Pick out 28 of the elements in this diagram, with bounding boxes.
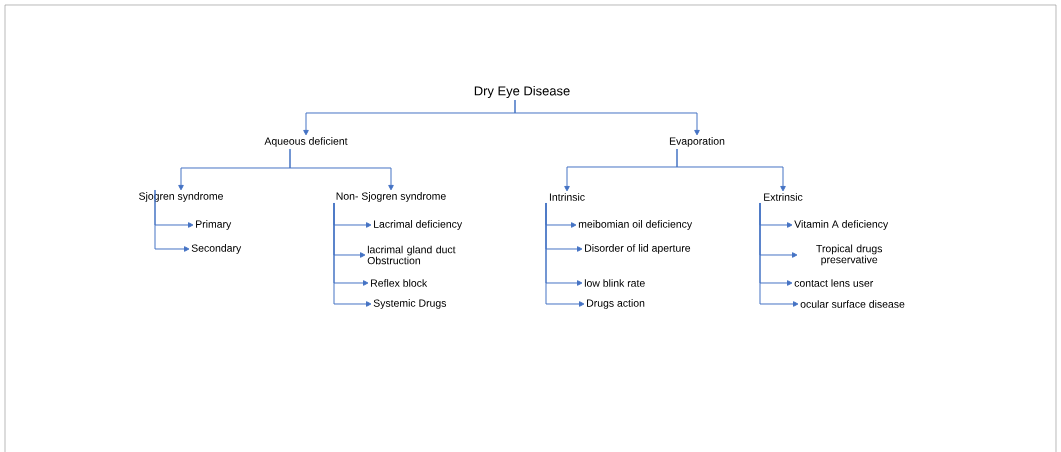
item-label: contact lens user — [794, 279, 874, 287]
title-text: Dry Eye Disease — [474, 85, 570, 98]
category-label: Evaporation — [669, 137, 725, 147]
item-label: Reflex block — [371, 279, 428, 287]
category-label: Intrinsic — [549, 193, 585, 201]
item-label: Drugs action — [587, 299, 645, 309]
category-label: Extrinsic — [764, 193, 803, 201]
item-label: Tropical drugs preservative — [816, 244, 883, 266]
item-label: Lacrimal deficiency — [374, 220, 463, 230]
category-label: Sjogren syndrome — [139, 192, 223, 202]
arrow — [333, 202, 372, 307]
item-label: Primary — [196, 220, 232, 230]
item-label: Secondary — [191, 244, 242, 254]
item-label: Disorder of lid aperture — [585, 244, 691, 254]
arrow — [289, 148, 394, 191]
item-label: lacrimal gland duct Obstruction — [367, 245, 456, 265]
item-label: low blink rate — [584, 279, 645, 287]
item-label: Vitamin A deficiency — [794, 220, 889, 230]
arrow — [676, 148, 786, 192]
category-label: Aqueous deficient — [264, 137, 348, 147]
arrow — [154, 189, 190, 252]
item-label: meibomian oil deficiency — [578, 220, 693, 230]
arrow — [514, 99, 700, 136]
item-label: Systemic Drugs — [373, 299, 447, 309]
item-label: ocular surface disease — [800, 300, 905, 308]
arrow — [759, 202, 799, 307]
category-label: Non- Sjogren syndrome — [336, 192, 446, 202]
arrow — [545, 202, 585, 307]
